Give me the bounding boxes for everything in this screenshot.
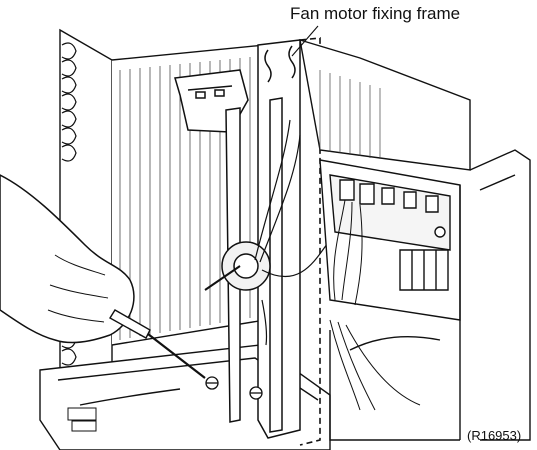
fixing-screw-1 xyxy=(206,377,218,389)
fan-motor-fixing-frame xyxy=(175,40,300,438)
motor-lead-wires xyxy=(255,120,330,345)
drain-hole-marking xyxy=(68,408,96,431)
hand-with-screwdriver xyxy=(0,175,205,378)
terminal-block xyxy=(400,250,448,290)
control-box xyxy=(320,160,460,320)
outer-cabinet xyxy=(330,150,530,440)
reference-code: (R16953) xyxy=(467,428,522,443)
callout-leader-line xyxy=(292,26,318,56)
screwdriver-shaft xyxy=(148,334,205,378)
top-panel xyxy=(300,40,470,170)
callout-label: Fan motor fixing frame xyxy=(290,4,461,23)
frame-dashed-outline xyxy=(300,38,320,445)
pcb-wiring xyxy=(330,200,420,410)
fixing-screw-2 xyxy=(250,387,262,399)
